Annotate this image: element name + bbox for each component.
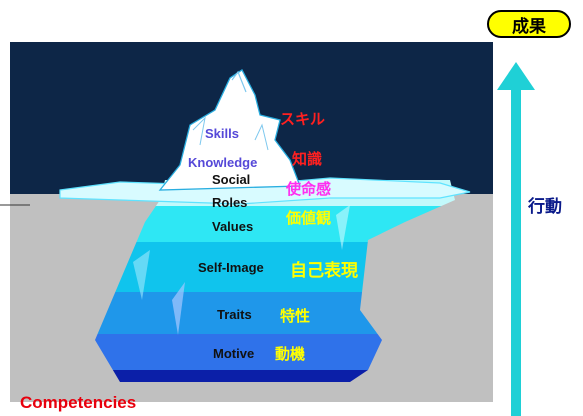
label-roles-jp: 使命感 (286, 181, 332, 198)
label-motive: Motive (213, 346, 255, 361)
result-badge: 成果 (487, 10, 571, 38)
label-knowledge: Knowledge (188, 155, 258, 170)
label-skills-jp: スキル (280, 111, 326, 128)
behavior-label: 行動 (528, 197, 562, 216)
label-self-image-jp: 自己表現 (290, 261, 358, 280)
label-social: Social (212, 172, 251, 187)
arrow-shaft (511, 88, 521, 416)
iceberg-tip (158, 69, 301, 191)
label-self-image: Self-Image (198, 260, 264, 275)
label-traits-jp: 特性 (280, 308, 311, 325)
label-values: Values (212, 219, 254, 234)
label-knowledge-jp: 知識 (292, 151, 323, 168)
label-values-jp: 価値観 (286, 210, 332, 227)
label-traits: Traits (217, 307, 252, 322)
label-motive-jp: 動機 (275, 346, 306, 363)
competencies-title: Competencies (20, 393, 137, 412)
label-skills: Skills (205, 126, 239, 141)
up-arrow-icon (497, 62, 535, 90)
label-roles: Roles (212, 195, 248, 210)
